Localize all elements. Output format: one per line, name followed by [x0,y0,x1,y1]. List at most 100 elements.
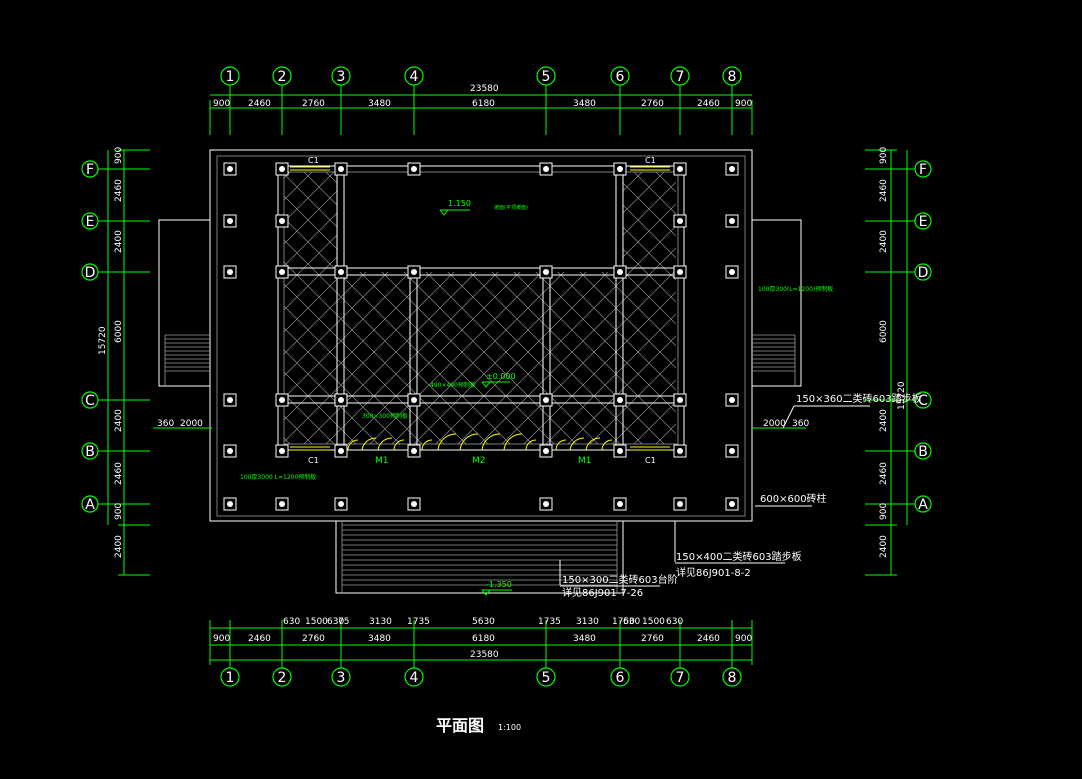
column-core-28 [279,397,285,403]
column-core-14 [729,166,735,172]
note-left-green: 100厚3000 L=1200预制板 [240,473,316,481]
svg-text:3: 3 [337,69,346,85]
svg-text:360: 360 [792,419,809,429]
svg-text:600×600砖柱: 600×600砖柱 [760,492,827,505]
svg-text:2400: 2400 [114,230,124,253]
column-core-20 [227,397,233,403]
note-right-green: 100厚300(L=1200)预制板 [758,285,833,293]
structural-columns [223,162,739,511]
svg-text:详见86J901-8-2: 详见86J901-8-2 [676,566,751,579]
svg-text:3480: 3480 [368,99,391,109]
column-core-6 [411,166,417,172]
svg-text:A: A [85,497,95,513]
axis-bubble-1: 1 [220,66,240,86]
column-core-40 [338,448,344,454]
svg-text:630: 630 [283,617,300,627]
column-core-30 [279,448,285,454]
elevation-mark-top: 1.150 [439,199,471,216]
window-label-c1-tr: C1 [645,156,656,165]
window-label-c1-tl: C1 [308,156,319,165]
svg-text:2460: 2460 [697,634,720,644]
column-core-24 [279,218,285,224]
svg-text:2400: 2400 [114,535,124,558]
axis-bubble-7-bottom: 7 [670,667,690,687]
svg-text:2760: 2760 [641,634,664,644]
svg-text:C: C [918,393,928,409]
svg-text:2400: 2400 [879,230,889,253]
svg-text:3: 3 [337,670,346,686]
column-core-42 [543,448,549,454]
svg-text:6000: 6000 [114,320,124,343]
svg-text:3130: 3130 [369,617,392,627]
right-small-dims: 2000 360 [752,419,809,429]
column-core-1 [227,501,233,507]
svg-text:5630: 5630 [472,617,495,627]
axis-bubble-1-bottom: 1 [220,667,240,687]
column-core-27 [677,269,683,275]
bottom-detail-dims: 630 1500 630 75 3130 1735 5630 1735 3130… [283,617,683,627]
svg-text:5: 5 [542,69,551,85]
svg-text:5: 5 [542,670,551,686]
right-axis-bubbles: F E D C B A [914,160,932,513]
svg-text:900: 900 [213,99,230,109]
axis-bubble-C-left: C [81,391,99,409]
windows [290,166,670,451]
svg-text:8: 8 [728,670,737,686]
door-label-m1-left: M1 [375,456,389,466]
column-core-21 [729,397,735,403]
left-side-stair [158,219,211,387]
svg-text:150×400二类砖603踏步板: 150×400二类砖603踏步板 [676,550,802,563]
column-core-9 [543,501,549,507]
svg-text:E: E [86,214,95,230]
column-core-15 [729,501,735,507]
axis-bubble-6: 6 [610,66,630,86]
right-axis-leads [865,149,915,576]
svg-text:630: 630 [623,617,640,627]
left-axis-bubbles: F E D C B A [81,160,99,513]
axis-bubble-E-left: E [81,212,99,230]
axis-bubble-2: 2 [272,66,292,86]
svg-text:900: 900 [735,634,752,644]
column-core-2 [279,166,285,172]
svg-text:6: 6 [616,670,625,686]
column-core-36 [338,397,344,403]
column-core-19 [729,269,735,275]
axis-bubble-5-bottom: 5 [536,667,556,687]
svg-text:D: D [918,265,929,281]
svg-text:1.150: 1.150 [448,199,471,208]
svg-text:2400: 2400 [879,535,889,558]
svg-text:D: D [85,265,96,281]
svg-text:15720: 15720 [98,326,108,355]
axis-bubble-4: 4 [404,66,424,86]
svg-text:3480: 3480 [573,634,596,644]
svg-text:F: F [86,162,94,178]
top-dim-segments: 900 2460 2760 3480 6180 3480 2760 2460 9… [213,99,752,109]
svg-text:75: 75 [338,617,349,627]
svg-text:6180: 6180 [472,634,495,644]
door-label-m2: M2 [472,456,486,466]
svg-text:A: A [918,497,928,513]
svg-text:4: 4 [410,69,419,85]
column-core-3 [279,501,285,507]
door-label-m1-right: M1 [578,456,592,466]
column-core-43 [617,448,623,454]
svg-text:2460: 2460 [114,462,124,485]
svg-text:900: 900 [879,147,889,164]
svg-text:900: 900 [879,503,889,520]
column-core-25 [677,218,683,224]
svg-text:630: 630 [666,617,683,627]
axis-bubble-6-bottom: 6 [610,667,630,687]
axis-bubble-F-left: F [81,160,99,178]
svg-text:2400: 2400 [114,409,124,432]
svg-text:7: 7 [676,670,685,686]
column-core-11 [617,501,623,507]
svg-text:2400: 2400 [879,409,889,432]
svg-text:2760: 2760 [302,99,325,109]
front-stair [335,520,624,594]
column-core-17 [729,218,735,224]
axis-bubble-D-left: D [81,263,99,281]
axis-bubble-A-left: A [81,495,99,513]
svg-text:630: 630 [327,617,344,627]
svg-text:F: F [919,162,927,178]
